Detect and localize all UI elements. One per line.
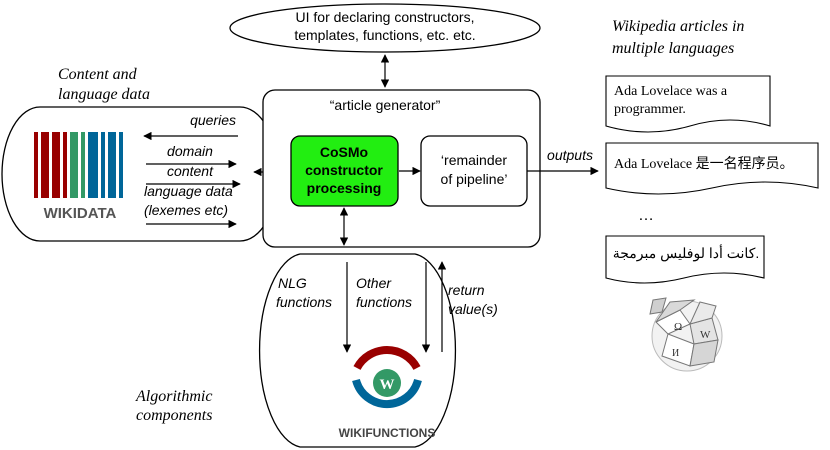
remainder-line1: ‘remainder — [441, 152, 507, 168]
cosmo-line2: constructor — [305, 162, 383, 178]
svg-text:W: W — [700, 329, 711, 341]
other-label-line2: functions — [356, 294, 412, 310]
other-label-line1: Other — [356, 275, 392, 291]
language-label-line1: language data — [144, 183, 233, 199]
ui-declaration-box: UI for declaring constructors, templates… — [229, 3, 541, 53]
article-generator-title: “article generator” — [330, 97, 441, 113]
nlg-label-line2: functions — [276, 294, 332, 310]
ui-box-line2: templates, functions, etc. etc. — [294, 27, 475, 43]
domain-label-line2: content — [167, 163, 214, 179]
content-data-heading: Content and language data — [58, 66, 150, 103]
algorithmic-heading: Algorithmic components — [135, 388, 212, 424]
more-articles-ellipsis: … — [638, 207, 654, 224]
algorithmic-heading-line1: Algorithmic — [135, 388, 212, 405]
return-label-line2: value(s) — [448, 301, 498, 317]
wikipedia-globe-logo: Ω W И — [649, 297, 723, 372]
content-heading-line2: language data — [58, 86, 150, 103]
svg-text:И: И — [672, 348, 679, 359]
article-card-ar — [605, 235, 765, 284]
wikipedia-heading: Wikipedia articles in multiple languages — [612, 18, 744, 57]
svg-text:Ω: Ω — [674, 321, 682, 333]
wikipedia-heading-line2: multiple languages — [612, 40, 734, 57]
wikidata-logo: WIKIDATA — [34, 132, 123, 222]
article-card-en — [605, 75, 771, 133]
wikipedia-heading-line1: Wikipedia articles in — [612, 18, 744, 35]
article-zh-text: Ada Lovelace 是一名程序员。 — [614, 156, 794, 172]
article-ar-text: كانت أدا لوفليس مبرمجة. — [613, 243, 760, 262]
article-generator-box — [262, 89, 541, 248]
article-en-line1: Ada Lovelace was a — [614, 84, 728, 99]
cosmo-line1: CoSMo — [320, 144, 368, 160]
svg-text:W: W — [380, 377, 395, 393]
content-heading-line1: Content and — [58, 66, 138, 83]
remainder-line2: of pipeline’ — [441, 171, 508, 187]
outputs-label: outputs — [547, 147, 593, 163]
wikifunctions-logo: W WIKIFUNCTIONS — [339, 346, 436, 440]
wikifunctions-wordmark: WIKIFUNCTIONS — [339, 426, 436, 440]
nlg-label-line1: NLG — [278, 275, 307, 291]
language-label-line2: (lexemes etc) — [144, 202, 228, 218]
domain-label-line1: domain — [167, 143, 213, 159]
wikidata-wordmark: WIKIDATA — [44, 205, 117, 222]
return-label-line1: return — [448, 282, 485, 298]
algorithmic-heading-line2: components — [136, 407, 212, 424]
queries-label: queries — [190, 112, 236, 128]
article-en-line2: programmer. — [614, 102, 686, 117]
cosmo-processing-box — [290, 135, 399, 207]
cosmo-line3: processing — [307, 180, 382, 196]
article-card-zh — [605, 142, 819, 195]
ui-box-line1: UI for declaring constructors, — [296, 9, 475, 25]
